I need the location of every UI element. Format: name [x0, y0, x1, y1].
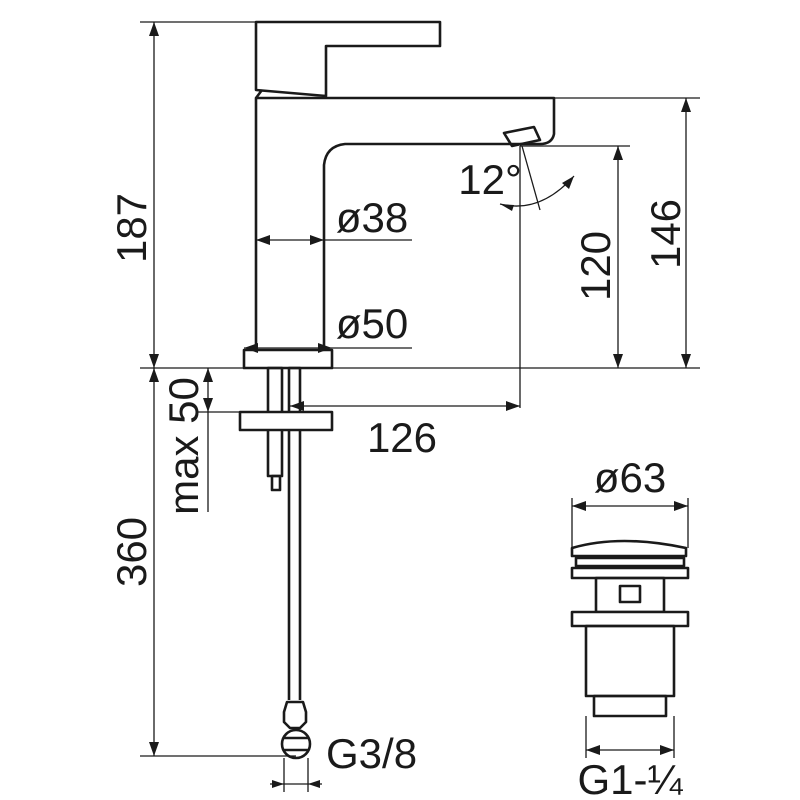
waste-tail	[592, 694, 668, 718]
arrows-o63	[572, 501, 688, 511]
faucet-lever	[254, 20, 442, 98]
waste-flange-2	[570, 566, 690, 580]
hose-nut-flats	[284, 736, 308, 752]
label-spout-angle: 12°	[458, 156, 522, 203]
label-hose-length: 360	[108, 517, 155, 587]
label-waste-diameter: ø63	[594, 454, 666, 501]
fixing-washer	[238, 410, 334, 432]
lever-joint	[254, 89, 264, 99]
label-body-diameter: ø38	[336, 194, 408, 241]
aerator	[502, 125, 542, 148]
waste-lock-nut	[570, 610, 690, 628]
label-spout-height: 146	[642, 199, 689, 269]
stud-tip	[270, 474, 282, 492]
overflow-slot	[618, 584, 642, 604]
label-total-height: 187	[108, 193, 155, 263]
faucet	[238, 20, 556, 760]
hose-connector	[282, 700, 308, 730]
label-base-diameter: ø50	[336, 300, 408, 347]
label-waste-thread: G1-¼	[577, 756, 683, 800]
arrows-max50	[203, 368, 213, 412]
dimension-lines	[140, 21, 700, 792]
arrows-o38	[256, 235, 324, 245]
arrows-angle	[500, 176, 574, 211]
hose-nut	[280, 728, 312, 760]
waste-thread-body	[584, 624, 676, 698]
arrows-g38	[272, 780, 320, 788]
waste-flange-1	[574, 556, 686, 568]
label-hose-connection: G3/8	[326, 730, 417, 777]
label-spout-reach: 126	[367, 414, 437, 461]
angle-ray	[521, 145, 541, 211]
waste-body	[594, 576, 666, 614]
waste-cap	[570, 539, 688, 558]
label-deck-thickness: max 50	[160, 377, 207, 515]
label-outlet-height: 120	[572, 231, 619, 301]
dimension-labels: 187 146 120 126 12° ø38 ø50 max 50 360 G…	[108, 156, 689, 800]
pop-up-waste	[570, 539, 690, 718]
faucet-body	[254, 96, 556, 354]
